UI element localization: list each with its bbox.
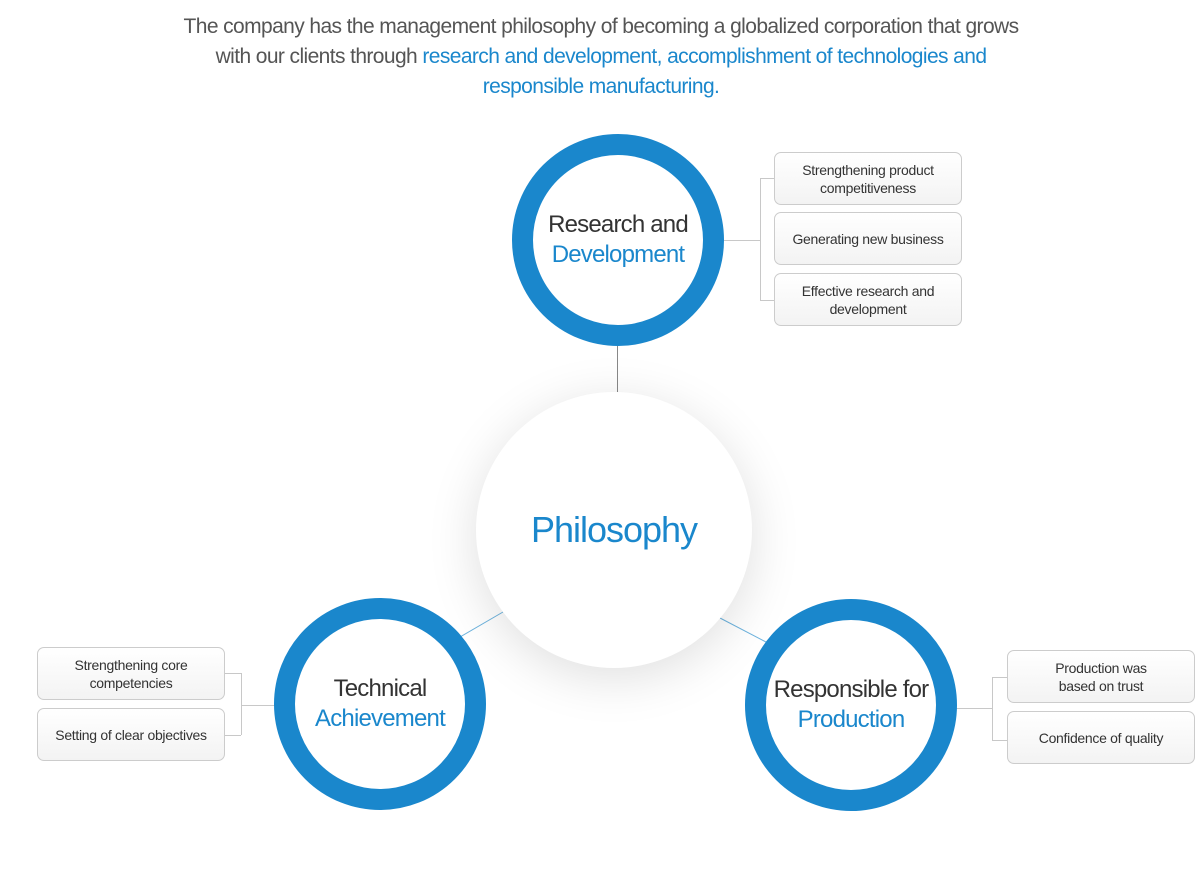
research-development-circle: Research and Development [512, 134, 724, 346]
connector-line [956, 708, 992, 709]
node-title: Research and [548, 211, 689, 238]
intro-highlight: research and development, accomplishment… [422, 45, 987, 68]
connector-line [617, 346, 618, 392]
connector-line [992, 740, 1007, 741]
connector-line [760, 178, 774, 179]
connector-technical [459, 611, 504, 638]
node-title: Technical [333, 675, 428, 702]
connector-line [225, 673, 241, 674]
list-item: Production was based on trust [1007, 650, 1195, 703]
connector-line [225, 735, 241, 736]
list-item: Confidence of quality [1007, 711, 1195, 764]
connector-line [992, 677, 993, 740]
connector-line [241, 673, 242, 735]
intro-line-2: with our clients through research and de… [0, 42, 1202, 72]
intro-line-3: responsible manufacturing. [482, 75, 720, 98]
intro-plain: with our clients through [215, 45, 423, 68]
list-item: Strengthening core competencies [37, 647, 225, 700]
connector-line [241, 705, 275, 706]
intro-line-1: The company has the management philosoph… [183, 15, 1020, 38]
responsible-production-circle: Responsible for Production [745, 599, 957, 811]
connector-line [760, 300, 774, 301]
node-subtitle: Production [797, 706, 906, 733]
intro-text: The company has the management philosoph… [0, 12, 1202, 102]
list-item: Strengthening product competitiveness [774, 152, 962, 205]
list-item: Effective research and development [774, 273, 962, 326]
technical-achievement-circle: Technical Achievement [274, 598, 486, 810]
connector-line [760, 178, 761, 300]
philosophy-label: Philosophy [530, 509, 698, 550]
node-title: Responsible for [773, 676, 930, 703]
list-item: Setting of clear objectives [37, 708, 225, 761]
philosophy-circle: Philosophy [476, 392, 752, 668]
node-subtitle: Development [551, 241, 685, 268]
connector-line [724, 240, 760, 241]
connector-line [992, 677, 1007, 678]
connector-production [719, 617, 767, 643]
list-item: Generating new business [774, 212, 962, 265]
node-subtitle: Achievement [315, 705, 446, 732]
